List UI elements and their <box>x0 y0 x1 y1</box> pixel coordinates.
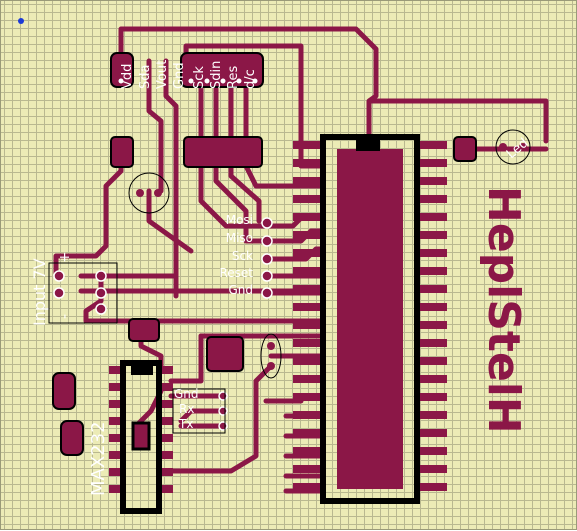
led-hole-1 <box>499 143 507 151</box>
mcu-left-pins <box>293 141 323 491</box>
header-label-vdd: Vdd <box>120 64 135 89</box>
max232-notch <box>131 363 153 375</box>
cap-pad-a <box>128 318 160 342</box>
max232-inner-pad <box>131 421 151 451</box>
serial-label-gnd: Gnd <box>174 387 199 401</box>
cap-pad-b <box>206 336 244 372</box>
header-label-sda: Sda <box>138 65 153 89</box>
led-pad <box>453 136 477 162</box>
header-label-vout: Vout <box>155 60 170 89</box>
cap-outline <box>260 333 282 379</box>
header-label-sck: Sck <box>192 66 207 89</box>
mcu-right-pins <box>417 141 447 491</box>
serial-holes <box>218 391 228 431</box>
top-header-pads <box>110 52 264 88</box>
isp-label-mosi: Mosi <box>226 213 253 227</box>
isp-label-gnd: Gnd <box>228 283 253 297</box>
chip-label: MAX232 <box>88 421 109 496</box>
mcu-notch <box>356 137 380 151</box>
input-plus-label: + <box>57 251 73 263</box>
input-connector-holes <box>53 270 107 315</box>
serial-label-tx: Tx <box>178 417 193 431</box>
header-label-dc: d/c <box>243 69 258 89</box>
input-minus-label: - <box>57 314 73 319</box>
isp-label-sck: Sck <box>232 249 253 263</box>
header-label-res: Res <box>226 66 241 89</box>
max-cap-pad-1 <box>52 372 76 410</box>
serial-outline <box>172 388 226 434</box>
input-connector-outline <box>48 262 118 324</box>
led-label: Led <box>504 136 531 162</box>
led-outline <box>495 129 531 165</box>
mcu-body <box>337 149 403 489</box>
max-cap-pad-2 <box>60 420 84 456</box>
max232-pins <box>109 366 173 493</box>
crystal-pin-2 <box>154 189 162 197</box>
cap-hole-2 <box>267 362 275 370</box>
origin-marker <box>18 18 24 24</box>
second-header-pads <box>110 136 263 168</box>
serial-label-rx: Rx <box>179 402 194 416</box>
led-hole-2 <box>519 143 527 151</box>
copper-traces <box>53 26 549 494</box>
crystal-pin-1 <box>136 189 144 197</box>
input-label: Input 7V <box>30 258 49 326</box>
crystal-outline <box>128 172 170 214</box>
isp-label-reset: Reset <box>219 266 253 280</box>
cap-hole-1 <box>267 342 275 350</box>
brand-text: HeplStelH <box>478 186 529 434</box>
top-header-holes <box>118 78 258 84</box>
isp-label-miso: Miso <box>226 231 253 245</box>
isp-holes <box>261 217 273 299</box>
header-label-gnd: Gnd <box>172 62 187 89</box>
header-label-sdin: Sdin <box>209 61 224 89</box>
